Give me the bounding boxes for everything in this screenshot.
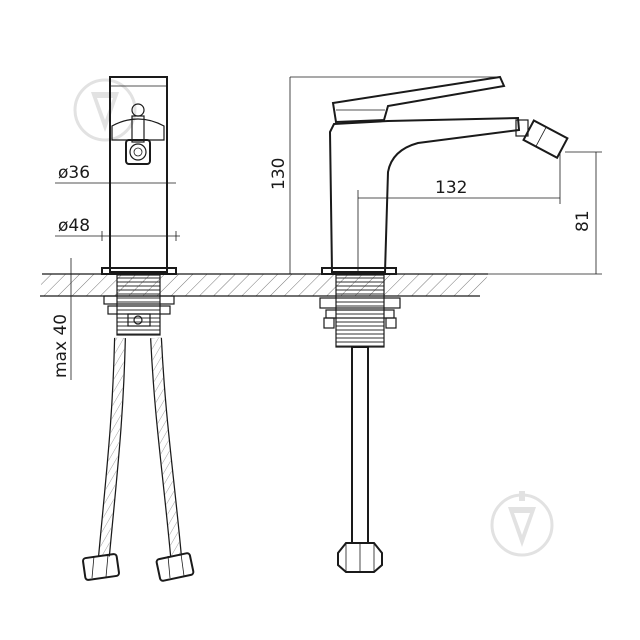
dim-reach-132: 132 <box>435 178 467 198</box>
dim-height-130: 130 <box>269 158 289 190</box>
dim-diameter-36: ø36 <box>58 163 90 183</box>
watermark-top-left-icon <box>73 78 137 142</box>
dim-max-40: max 40 <box>51 314 71 378</box>
countertop <box>40 273 488 297</box>
dim-diameter-48: ø48 <box>58 216 90 236</box>
dim-spout-height-81: 81 <box>573 210 593 232</box>
side-view: 130 132 81 <box>269 75 602 573</box>
front-view: ø36 ø48 max 40 <box>51 76 195 582</box>
watermark-bottom-right-icon <box>490 491 554 557</box>
